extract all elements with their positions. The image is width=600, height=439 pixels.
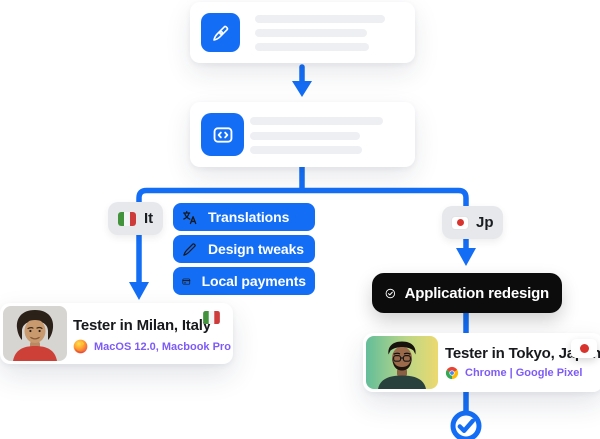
tester-device: MacOS 12.0, Macbook Pro <box>94 340 231 353</box>
locale-pill-italy: It <box>108 202 164 235</box>
tester-device-row: Chrome | Google Pixel <box>445 366 582 380</box>
tester-device: Chrome | Google Pixel <box>465 367 583 379</box>
task-label: Application redesign <box>404 284 550 302</box>
workflow-step-card-1 <box>190 2 415 63</box>
tester-avatar-milan <box>3 306 67 361</box>
tester-card-tokyo: Tester in Tokyo, Japan Chrome | Google P… <box>363 333 600 392</box>
skeleton-line <box>255 29 367 37</box>
task-button-translations[interactable]: Translations <box>173 203 315 231</box>
italy-flag-icon <box>203 311 220 324</box>
task-button-local-payments[interactable]: Local payments <box>173 267 315 295</box>
tester-device-row: MacOS 12.0, Macbook Pro <box>73 339 231 354</box>
firefox-icon <box>73 339 88 354</box>
skeleton-line <box>250 132 360 140</box>
code-icon <box>201 113 244 156</box>
skeleton-line <box>250 117 383 125</box>
japan-flag-icon <box>571 339 597 358</box>
arrowhead-down <box>456 248 476 266</box>
task-label: Local payments <box>201 273 307 289</box>
branch-bar <box>136 187 469 214</box>
tester-avatar-tokyo <box>366 336 438 389</box>
success-check-icon <box>450 410 482 439</box>
skeleton-line <box>255 43 369 51</box>
japan-flag-icon <box>451 215 469 230</box>
translate-icon <box>183 210 197 224</box>
locale-pill-japan: Jp <box>442 206 503 239</box>
credit-card-icon <box>182 278 191 285</box>
task-label: Design tweaks <box>208 241 304 257</box>
arrowhead-down <box>129 282 149 300</box>
arrowhead-down <box>292 81 312 97</box>
workflow-step-card-2 <box>190 102 415 167</box>
skeleton-line <box>255 15 385 23</box>
italy-flag-icon <box>118 211 136 226</box>
check-circle-icon <box>385 288 396 298</box>
tester-title: Tester in Milan, Italy <box>73 317 211 334</box>
tester-card-milan: Tester in Milan, Italy MacOS 12.0, Macbo… <box>0 303 233 364</box>
locale-label: It <box>144 210 154 227</box>
locale-label: Jp <box>476 214 494 231</box>
pen-icon <box>183 242 196 256</box>
chrome-icon <box>445 366 459 380</box>
skeleton-line <box>250 146 362 154</box>
task-pill-application-redesign[interactable]: Application redesign <box>372 273 562 313</box>
task-button-design-tweaks[interactable]: Design tweaks <box>173 235 315 263</box>
task-label: Translations <box>208 209 290 225</box>
brush-icon <box>201 13 240 52</box>
tester-title: Tester in Tokyo, Japan <box>445 345 600 362</box>
